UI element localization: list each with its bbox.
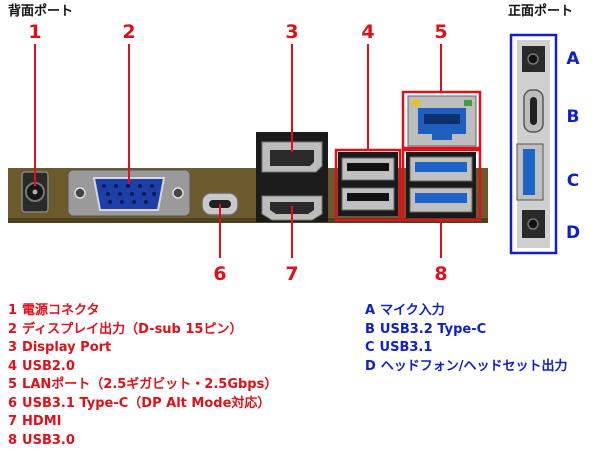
- front-mic-jack: [522, 46, 545, 72]
- usb2-stack: [338, 152, 398, 216]
- callout-6: 6: [213, 263, 226, 285]
- callout-5: 5: [434, 21, 447, 43]
- callout-d: D: [566, 223, 580, 243]
- callout-1: 1: [28, 21, 41, 43]
- vga-d-sub-port: [67, 169, 191, 217]
- lan-port: [407, 95, 477, 147]
- callout-4: 4: [361, 21, 374, 43]
- port-diagram: 背面ポート 正面ポート: [8, 3, 580, 285]
- callout-3: 3: [285, 21, 298, 43]
- rear-leader-lines: [34, 44, 442, 258]
- front-ports-header: 正面ポート: [508, 3, 573, 19]
- callout-7: 7: [285, 263, 298, 285]
- front-usb-c-port: [523, 89, 544, 133]
- rear-ports-header: 背面ポート: [8, 3, 73, 19]
- power-connector: [21, 171, 49, 213]
- callout-c: C: [567, 171, 579, 191]
- callout-2: 2: [122, 21, 135, 43]
- front-headphone-jack: [522, 210, 545, 238]
- front-usb3-port: [516, 143, 544, 201]
- callout-8: 8: [434, 263, 447, 285]
- usb3-stack: [406, 152, 476, 218]
- callout-b: B: [567, 107, 580, 127]
- callout-a: A: [566, 49, 580, 69]
- front-panel-highlight-box: [509, 33, 558, 255]
